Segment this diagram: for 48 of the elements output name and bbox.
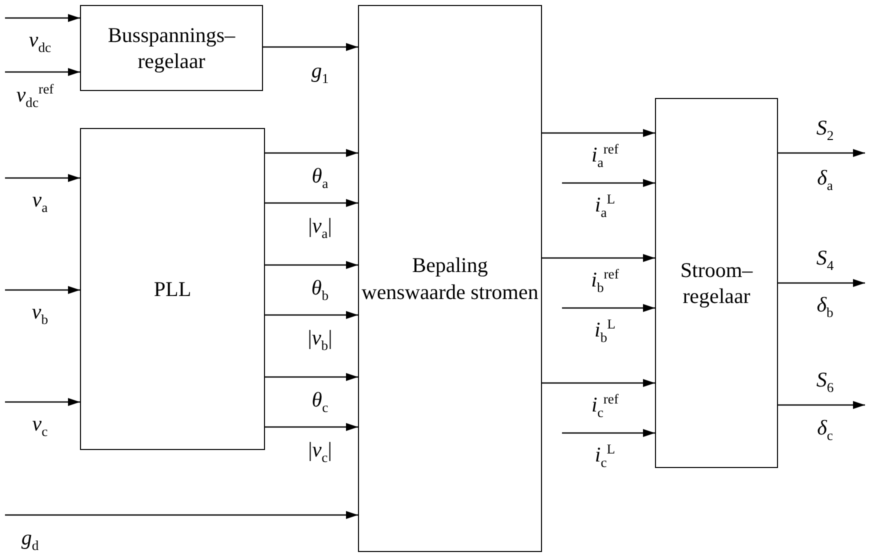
signal-arrow (5, 286, 80, 294)
signal-label: |v$_{c}$| (308, 440, 332, 464)
signal-arrow (263, 43, 358, 51)
block-label: Stroom– regelaar (679, 256, 754, 310)
signal-label: δ$_{c}$ (817, 418, 833, 442)
signal-label: g$_{d}$ (21, 528, 39, 552)
signal-label: δ$_{a}$ (817, 168, 833, 192)
block-label: PLL (154, 276, 192, 302)
signal-label: θ$_{a}$ (312, 166, 328, 190)
signal-label: g$_{1}$ (311, 60, 329, 86)
signal-arrow (265, 311, 358, 319)
pll-block (80, 128, 265, 450)
signal-arrow (542, 254, 655, 262)
signal-arrow (778, 401, 865, 409)
signal-label: v$_{a}$ (32, 190, 48, 214)
block-label: Bepaling wenswaarde stromen (360, 252, 540, 305)
signal-arrow (562, 304, 655, 312)
signal-label: θ$_{b}$ (311, 278, 329, 302)
block-label: Busspannings– regelaar (106, 22, 236, 74)
signal-arrow (5, 14, 80, 22)
signal-arrow (265, 423, 358, 431)
signal-arrow (542, 379, 655, 387)
signal-label: v$_{c}$ (32, 414, 48, 438)
signal-arrow (5, 398, 80, 406)
signal-arrow (265, 373, 358, 381)
signal-label: S$_{6}$ (816, 370, 834, 394)
signal-arrow (265, 199, 358, 207)
signal-label: v$_{dc}$ (28, 30, 52, 54)
computation-block (358, 5, 542, 552)
signal-label: θ$_{c}$ (312, 390, 328, 414)
signal-arrow (778, 279, 865, 287)
signal-label: |v$_{b}$| (308, 328, 332, 352)
signal-arrow (778, 149, 865, 157)
signal-arrow (5, 68, 80, 76)
signal-arrow (5, 174, 80, 182)
signal-label: S$_{4}$ (816, 248, 834, 272)
signal-label: S$_{2}$ (816, 118, 834, 142)
signal-label: |v$_{a}$| (308, 216, 332, 240)
signal-label: v$_{b}$ (32, 302, 48, 326)
signal-label: δ$_{b}$ (816, 294, 834, 320)
signal-arrow (265, 261, 358, 269)
signal-arrow (562, 429, 655, 437)
signal-arrow (542, 129, 655, 137)
signal-arrow (265, 149, 358, 157)
controller-block (655, 98, 778, 468)
signal-arrow (562, 179, 655, 187)
signal-arrow (5, 511, 358, 519)
controller-block (80, 5, 263, 91)
